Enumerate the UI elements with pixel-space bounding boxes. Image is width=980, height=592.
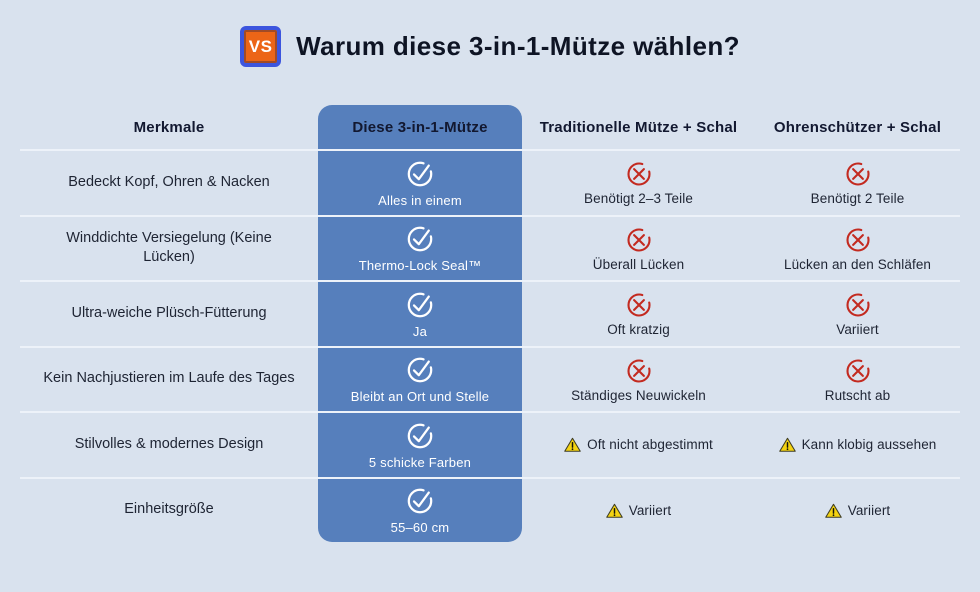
check-icon — [404, 420, 436, 452]
warning-icon — [825, 503, 842, 519]
traditional-cell: Überall Lücken — [522, 214, 755, 281]
cell-label: Variiert — [628, 502, 672, 518]
cell-label: Oft kratzig — [607, 322, 670, 338]
cross-icon — [624, 356, 654, 386]
cell-label: Überall Lücken — [592, 256, 685, 272]
earmuffs-cell: Variiert — [755, 476, 960, 543]
traditional-cell: Oft kratzig — [522, 280, 755, 346]
cross-icon — [624, 290, 654, 320]
hero-value: Thermo-Lock Seal™ — [358, 258, 482, 274]
cell-label: Lücken an den Schläfen — [783, 256, 932, 272]
cell-label: Benötigt 2–3 Teile — [584, 191, 693, 207]
cross-icon — [843, 290, 873, 320]
earmuffs-cell: Benötigt 2 Teile — [755, 149, 960, 215]
earmuffs-cell: Rutscht ab — [755, 345, 960, 412]
warning-icon — [564, 437, 581, 453]
warning-icon — [606, 503, 623, 519]
page-title: Warum diese 3-in-1-Mütze wählen? — [296, 31, 740, 61]
hero-value: 5 schicke Farben — [368, 454, 472, 470]
check-icon — [404, 485, 436, 517]
hero-cell: Bleibt an Ort und Stelle — [318, 345, 522, 411]
earmuffs-cell: Kann klobig aussehen — [755, 411, 960, 477]
cross-icon — [624, 159, 654, 189]
feature-label: Einheitsgröße — [20, 476, 318, 543]
hero-value: 55–60 cm — [390, 520, 450, 536]
hero-value: Alles in einem — [378, 192, 462, 208]
traditional-cell: Benötigt 2–3 Teile — [522, 149, 755, 215]
column-header-hero: Diese 3-in-1-Mütze — [318, 105, 522, 149]
cross-icon — [843, 159, 873, 189]
earmuffs-cell: Lücken an den Schläfen — [755, 214, 960, 281]
vs-badge: VS — [240, 26, 282, 67]
cell-label: Kann klobig aussehen — [801, 437, 937, 453]
cross-icon — [624, 225, 654, 255]
cell-label: Ständiges Neuwickeln — [571, 387, 706, 403]
feature-label: Winddichte Versiegelung (Keine Lücken) — [20, 214, 318, 281]
traditional-cell: Oft nicht abgestimmt — [522, 411, 755, 477]
column-header-earmuffs: Ohrenschützer + Schal — [773, 118, 942, 136]
warning-icon — [779, 437, 796, 453]
hero-cell: Ja — [318, 280, 522, 346]
earmuffs-cell: Variiert — [755, 280, 960, 346]
page-header: VS Warum diese 3-in-1-Mütze wählen? — [0, 0, 980, 67]
traditional-cell: Variiert — [522, 476, 755, 543]
check-icon — [404, 223, 436, 255]
cell-label: Rutscht ab — [824, 387, 891, 403]
cell-label: Benötigt 2 Teile — [810, 191, 905, 207]
feature-label: Kein Nachjustieren im Laufe des Tages — [20, 345, 318, 412]
feature-label: Ultra-weiche Plüsch-Fütterung — [20, 280, 318, 346]
vs-badge-label: VS — [248, 36, 273, 56]
hero-value: Bleibt an Ort und Stelle — [350, 389, 490, 405]
cross-icon — [843, 356, 873, 386]
feature-label: Bedeckt Kopf, Ohren & Nacken — [20, 149, 318, 215]
comparison-table: Merkmale Diese 3-in-1-Mütze Traditionell… — [20, 105, 960, 542]
traditional-cell: Ständiges Neuwickeln — [522, 345, 755, 412]
hero-cell: Thermo-Lock Seal™ — [318, 214, 522, 280]
column-header-traditional: Traditionelle Mütze + Schal — [539, 118, 738, 136]
feature-label: Stilvolles & modernes Design — [20, 411, 318, 477]
cross-icon — [843, 225, 873, 255]
hero-cell: 5 schicke Farben — [318, 411, 522, 477]
cell-label: Variiert — [847, 502, 891, 518]
check-icon — [404, 158, 436, 190]
check-icon — [404, 289, 436, 321]
hero-value: Ja — [412, 323, 428, 339]
cell-label: Oft nicht abgestimmt — [587, 437, 713, 453]
check-icon — [404, 354, 436, 386]
cell-label: Variiert — [836, 322, 879, 338]
hero-cell: Alles in einem — [318, 149, 522, 215]
column-header-features: Merkmale — [133, 118, 205, 136]
hero-cell: 55–60 cm — [318, 476, 522, 542]
